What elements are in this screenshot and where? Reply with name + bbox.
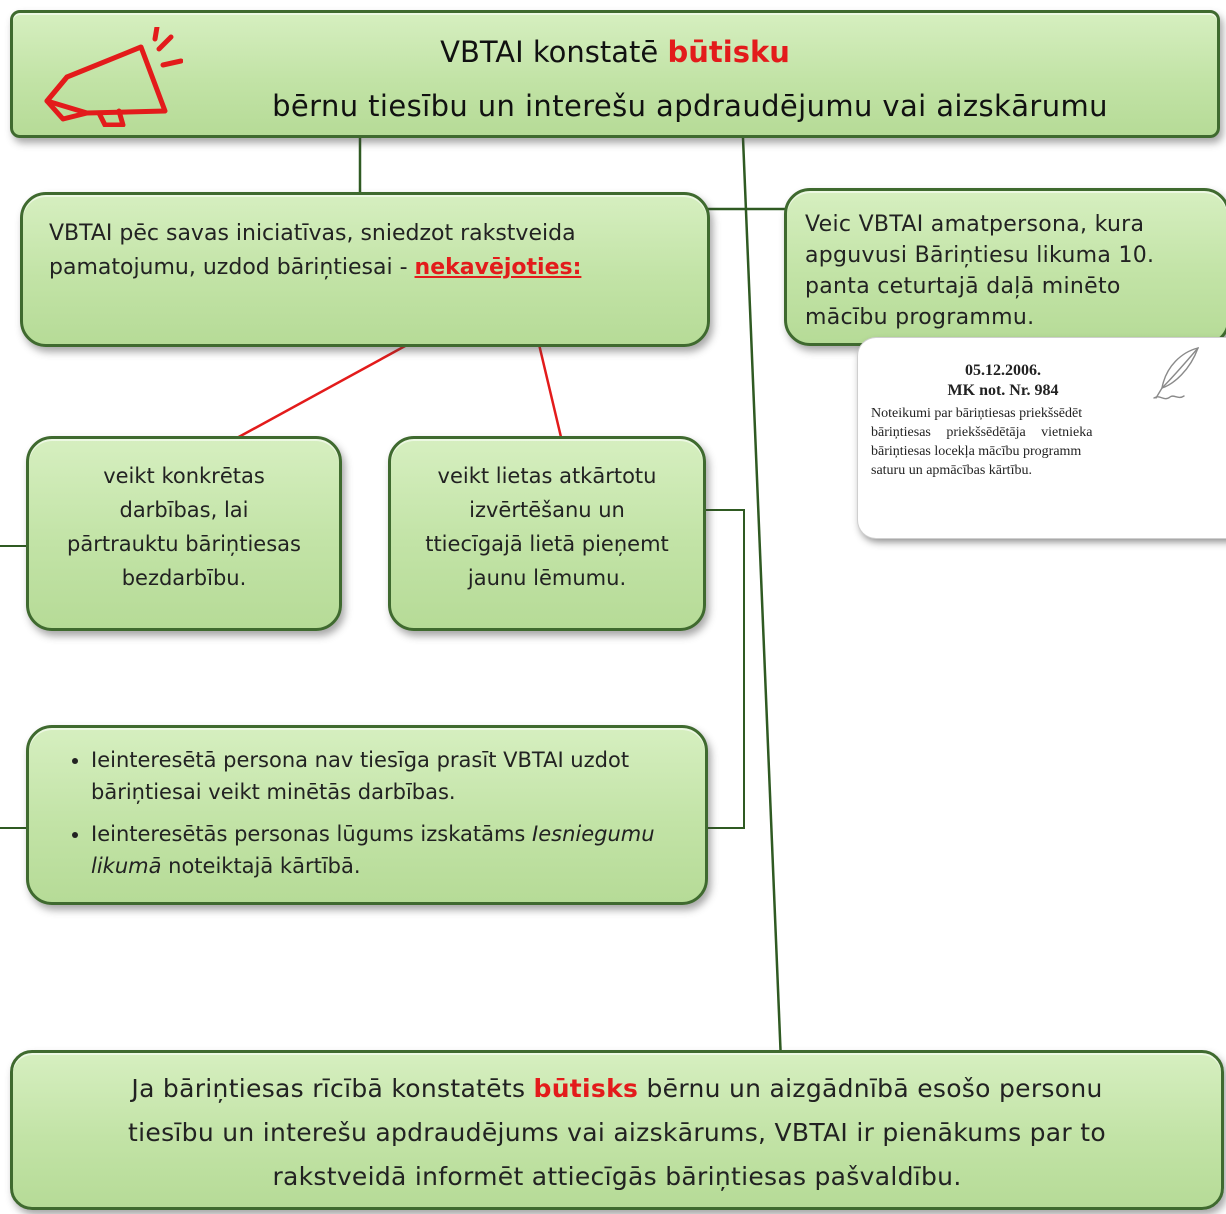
footer-box: Ja bāriņtiesas rīcībā konstatēts būtisks… xyxy=(10,1050,1224,1210)
official-box: Veic VBTAI amatpersona, kura apguvusi Bā… xyxy=(784,188,1226,346)
note-line: Noteikumi par bāriņtiesas priekšsēdēt xyxy=(871,406,1083,421)
initiative-highlight: nekavējoties: xyxy=(414,255,582,280)
notes-list: Ieinteresētā persona nav tiesīga prasīt … xyxy=(65,744,685,882)
note-text: Noteikumi par bāriņtiesas priekšsēdēt bā… xyxy=(871,404,1226,480)
action-line: ttiecīgajā lietā pieņemt xyxy=(425,532,669,556)
notes-item: Ieinteresētā persona nav tiesīga prasīt … xyxy=(91,744,685,808)
note-line: bāriņtiesas locekļa mācību programm xyxy=(871,444,1082,459)
action-line: veikt lietas atkārtotu xyxy=(437,464,657,488)
action-line: pārtrauktu bāriņtiesas xyxy=(67,532,301,556)
bracket-right xyxy=(706,509,745,829)
notes-item: Ieinteresētās personas lūgums izskatāms … xyxy=(91,818,685,882)
action-line: veikt konkrētas xyxy=(103,464,265,488)
action-line: darbības, lai xyxy=(119,498,249,522)
bracket-left xyxy=(0,545,26,829)
action-box-right: veikt lietas atkārtotu izvērtēšanu un tt… xyxy=(388,436,706,631)
header-line-1: VBTAI konstatē būtisku xyxy=(440,35,790,69)
header-box: VBTAI konstatē būtisku bērnu tiesību un … xyxy=(10,10,1220,138)
footer-line-1: Ja bāriņtiesas rīcībā konstatēts būtisks… xyxy=(131,1074,1103,1103)
action-box-left: veikt konkrētas darbības, lai pārtrauktu… xyxy=(26,436,342,631)
header-line-2: bērnu tiesību un interešu apdraudējumu v… xyxy=(272,89,1108,123)
action-line: izvērtēšanu un xyxy=(469,498,625,522)
note-line: saturu un apmācības kārtību. xyxy=(871,463,1032,478)
feather-icon xyxy=(1153,347,1200,400)
footer-line-2: tiesību un interešu apdraudējums vai aiz… xyxy=(128,1118,1106,1147)
note-date: 05.12.2006. xyxy=(965,362,1041,379)
initiative-box: VBTAI pēc savas iniciatīvas, sniedzot ra… xyxy=(20,192,710,347)
header-highlight: būtisku xyxy=(667,35,790,69)
notes-box: Ieinteresētā persona nav tiesīga prasīt … xyxy=(26,725,708,905)
action-line: bezdarbību. xyxy=(121,566,247,590)
note-reference: MK not. Nr. 984 xyxy=(947,382,1059,399)
arrow-header-to-footer xyxy=(741,137,786,1064)
footer-line-3: rakstveidā informēt attiecīgās bāriņties… xyxy=(272,1162,962,1191)
footer-highlight: būtisks xyxy=(533,1074,639,1103)
action-line: jaunu lēmumu. xyxy=(467,566,627,590)
regulation-note: 05.12.2006. MK not. Nr. 984 Noteikumi pa… xyxy=(858,338,1226,538)
note-line: bāriņtiesas priekšsēdētāja vietnieka xyxy=(871,425,1093,440)
initiative-text: VBTAI pēc savas iniciatīvas, sniedzot ra… xyxy=(49,221,576,280)
megaphone-icon xyxy=(44,27,183,127)
official-text: Veic VBTAI amatpersona, kura apguvusi Bā… xyxy=(805,212,1155,330)
notes-law-name: Iesniegumu likumā xyxy=(91,822,655,878)
